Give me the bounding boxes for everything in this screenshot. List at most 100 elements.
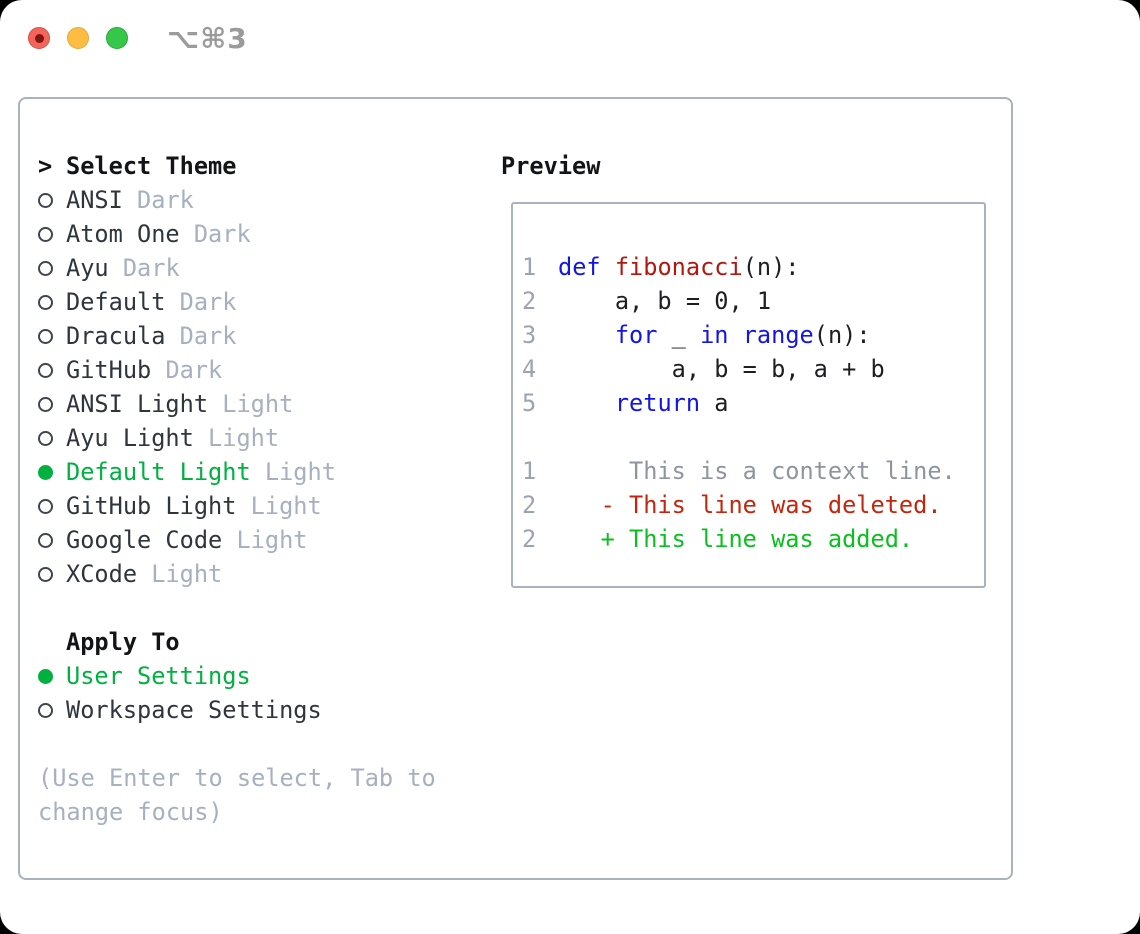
code-token-keyword: in	[700, 321, 729, 349]
diff-line-context: 1 This is a context line.	[522, 454, 984, 488]
theme-variant-badge: Light	[208, 424, 280, 452]
option-label: User Settings	[66, 662, 251, 690]
radio-unselected-icon	[38, 566, 53, 582]
code-token-plain: (n):	[742, 253, 800, 281]
code-token-plain	[558, 389, 615, 417]
theme-variant-badge: Dark	[179, 322, 237, 350]
line-number: 2	[522, 287, 537, 315]
radio-selected-icon	[38, 668, 53, 684]
option-label: GitHub Light	[66, 492, 237, 520]
code-token-plain: a, b = b, a + b	[558, 355, 885, 383]
help-text: (Use Enter to select, Tab to change focu…	[38, 761, 436, 829]
code-token-keyword: return	[614, 389, 701, 417]
apply-to-header-row: Apply To	[38, 625, 322, 659]
diff-line-deleted: 2 - This line was deleted.	[522, 488, 984, 522]
theme-option-xcode[interactable]: XCode Light	[38, 557, 336, 591]
diff-text: - This line was deleted.	[558, 491, 942, 519]
option-label: Ayu	[66, 254, 109, 282]
apply-option-user-settings[interactable]: User Settings	[38, 659, 322, 693]
help-line: change focus)	[38, 798, 223, 826]
code-token-keyword: for	[614, 321, 658, 349]
code-token-keyword: range	[742, 321, 814, 349]
radio-unselected-icon	[38, 430, 53, 446]
radio-unselected-icon	[38, 396, 53, 412]
theme-variant-badge: Dark	[179, 288, 237, 316]
theme-variant-badge: Light	[151, 560, 223, 588]
theme-option-ayu[interactable]: Ayu Dark	[38, 251, 336, 285]
theme-option-dracula[interactable]: Dracula Dark	[38, 319, 336, 353]
radio-unselected-icon	[38, 362, 53, 378]
option-label: ANSI Light	[66, 390, 209, 418]
line-number: 2	[522, 525, 537, 553]
zoom-button[interactable]	[106, 27, 128, 49]
diff-preview: 1 This is a context line.2 - This line w…	[522, 454, 984, 556]
option-label: Ayu Light	[66, 424, 194, 452]
theme-option-ansi[interactable]: ANSI Dark	[38, 183, 336, 217]
theme-variant-badge: Light	[222, 390, 294, 418]
code-line: 3 for _ in range(n):	[522, 318, 984, 352]
theme-option-default[interactable]: Default Dark	[38, 285, 336, 319]
radio-unselected-icon	[38, 294, 53, 310]
option-label: Dracula	[66, 322, 166, 350]
minimize-button[interactable]	[67, 27, 89, 49]
code-token-plain	[601, 253, 615, 281]
diff-text: + This line was added.	[558, 525, 914, 553]
radio-unselected-icon	[38, 226, 53, 242]
option-label: ANSI	[66, 186, 123, 214]
line-number: 1	[522, 253, 537, 281]
line-number: 1	[522, 457, 537, 485]
option-label: XCode	[66, 560, 138, 588]
diff-line-added: 2 + This line was added.	[522, 522, 984, 556]
theme-variant-badge: Dark	[122, 254, 180, 282]
code-line: 2 a, b = 0, 1	[522, 284, 984, 318]
radio-unselected-icon	[38, 532, 53, 548]
code-line: 5 return a	[522, 386, 984, 420]
option-label: Default	[66, 288, 166, 316]
code-token-function: fibonacci	[614, 253, 743, 281]
code-token-plain	[729, 321, 743, 349]
code-token-plain	[558, 321, 615, 349]
theme-option-ayu-light[interactable]: Ayu Light Light	[38, 421, 336, 455]
theme-variant-badge: Dark	[137, 186, 194, 214]
theme-option-ansi-light[interactable]: ANSI Light Light	[38, 387, 336, 421]
code-token-keyword: def	[558, 253, 601, 281]
theme-variant-badge: Dark	[193, 220, 251, 248]
radio-unselected-icon	[38, 328, 53, 344]
diff-text: This is a context line.	[558, 457, 956, 485]
unsaved-changes-dot-icon	[34, 33, 44, 43]
code-token-plain: _	[657, 321, 701, 349]
preview-block-gap	[522, 420, 984, 454]
radio-selected-icon	[38, 464, 53, 480]
selection-prompt: >	[38, 152, 53, 180]
code-token-plain: a	[700, 389, 729, 417]
code-line: 4 a, b = b, a + b	[522, 352, 984, 386]
line-number: 5	[522, 389, 537, 417]
code-token-plain: (n):	[813, 321, 871, 349]
code-token-plain: a, b = 0, 1	[558, 287, 772, 315]
titlebar: ⌥⌘3	[0, 0, 1140, 97]
option-label: Google Code	[66, 526, 223, 554]
preview-title: Preview	[501, 152, 601, 180]
option-label: Default Light	[66, 458, 251, 486]
option-label: Workspace Settings	[66, 696, 322, 724]
radio-unselected-icon	[38, 498, 53, 514]
theme-list-title: Select Theme	[66, 152, 237, 180]
line-number: 4	[522, 355, 537, 383]
window-title: ⌥⌘3	[167, 22, 248, 55]
apply-option-workspace-settings[interactable]: Workspace Settings	[38, 693, 322, 727]
line-number: 3	[522, 321, 537, 349]
option-label: GitHub	[66, 356, 152, 384]
close-button[interactable]	[28, 27, 50, 49]
